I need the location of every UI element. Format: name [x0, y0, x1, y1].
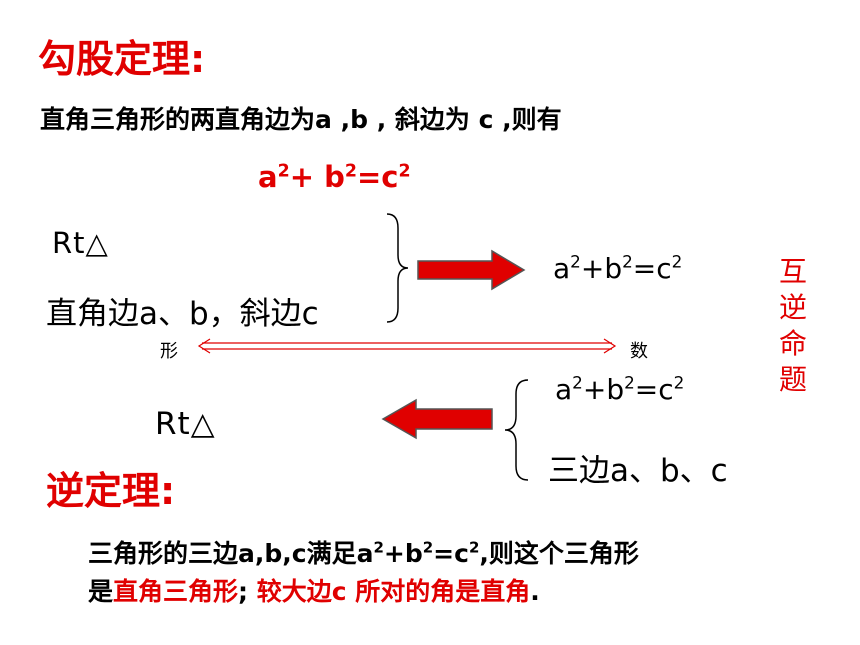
- converse-title: 逆定理:: [46, 469, 176, 513]
- statement-b: b: [350, 105, 368, 134]
- converse-line-1: 三角形的三边a,b,c满足a2+b2=c2,则这个三角形: [88, 535, 639, 573]
- theorem-statement: 直角三角形的两直角边为a ,b , 斜边为 c ,则有: [40, 100, 562, 136]
- rt-triangle-top: Rt△: [52, 226, 109, 260]
- main-formula-a: a: [258, 160, 278, 194]
- main-formula-eq: =c: [356, 160, 399, 194]
- statement-tail: ,则有: [493, 105, 562, 134]
- condition-three-sides: 三边a、b、c: [548, 453, 728, 489]
- statement-sep2: , 斜边为: [368, 105, 479, 134]
- main-formula-plus: + b: [289, 160, 345, 194]
- brace-left-bottom: [504, 379, 529, 481]
- main-formula-p1: 2: [277, 161, 290, 182]
- main-formula-p3: 2: [398, 161, 411, 182]
- conv-line2-a: 是: [88, 577, 114, 606]
- conv-red1: 直角三角形: [113, 577, 239, 606]
- res1-p1: 2: [570, 251, 581, 272]
- conv-part4: ,则这个三角形: [479, 539, 639, 568]
- res2-p1: 2: [572, 372, 583, 393]
- rt-triangle-bottom: Rt△: [155, 406, 216, 442]
- conv-end: .: [530, 577, 540, 606]
- statement-sep1: ,: [331, 105, 351, 134]
- res1-a: a: [553, 252, 571, 285]
- main-formula-p2: 2: [344, 161, 357, 182]
- conv-line2-b: ;: [238, 577, 257, 606]
- res2-p3: 2: [673, 372, 685, 393]
- arrow-left-icon: [381, 398, 493, 440]
- res2-plus: +b: [582, 373, 625, 406]
- conv-p3: 2: [468, 538, 480, 557]
- conv-part2: +b: [383, 539, 423, 568]
- vertical-label-converse: 互逆命题: [778, 255, 807, 396]
- res2-eq: =c: [634, 373, 674, 406]
- condition-legs-hypotenuse: 直角边a、b，斜边c: [46, 296, 319, 332]
- brace-right-top: [386, 213, 409, 323]
- conv-part1: 三角形的三边a,b,c满足a: [88, 539, 374, 568]
- double-arrow-shape-number-icon: [197, 338, 617, 354]
- conv-p2: 2: [422, 538, 434, 557]
- converse-line-2: 是直角三角形; 较大边c 所对的角是直角.: [88, 573, 639, 611]
- result-formula-top: a2+b2=c2: [553, 252, 682, 285]
- res2-p2: 2: [624, 372, 635, 393]
- converse-statement: 三角形的三边a,b,c满足a2+b2=c2,则这个三角形 是直角三角形; 较大边…: [88, 535, 639, 611]
- res1-eq: =c: [632, 252, 672, 285]
- res2-a: a: [555, 373, 573, 406]
- res1-plus: +b: [580, 252, 623, 285]
- number-label: 数: [630, 341, 648, 362]
- conv-part3: =c: [433, 539, 469, 568]
- arrow-right-icon: [417, 249, 526, 291]
- statement-c: c: [478, 105, 494, 134]
- main-formula: a2+ b2=c2: [258, 160, 411, 194]
- shape-label: 形: [160, 341, 178, 362]
- statement-a: a: [315, 105, 332, 134]
- res1-p2: 2: [622, 251, 633, 272]
- conv-red2: 较大边c 所对的角是直角: [256, 577, 531, 606]
- conv-p1: 2: [373, 538, 384, 557]
- res1-p3: 2: [671, 251, 683, 272]
- theorem-title: 勾股定理:: [38, 37, 206, 81]
- given-formula-bottom: a2+b2=c2: [555, 373, 684, 406]
- statement-intro: 直角三角形的两直角边为: [40, 105, 316, 134]
